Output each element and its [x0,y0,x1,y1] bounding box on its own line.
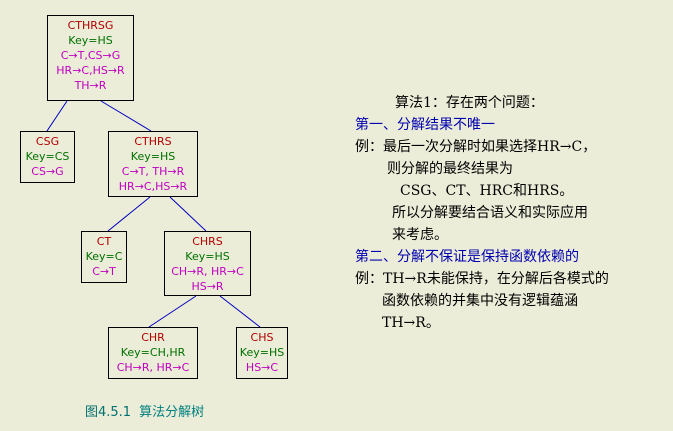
text-line-example-1: 例：最后一次分解时如果选择HR→C， [355,139,597,155]
edge-root-csg [46,100,68,132]
text-line-problem-1: 第一、分解结果不唯一 [355,117,495,133]
node-name: CTHRS [134,135,172,148]
text-line-6: 所以分解要结合语义和实际应用 [392,205,588,221]
node-fd: TH→R [74,79,107,92]
caption-text: 算法分解树 [139,405,205,420]
text-line-5: CSG、CT、HRC和HRS。 [400,183,574,199]
node-ct: CT Key=C C→T [81,231,127,283]
node-csg: CSG Key=CS CS→G [20,131,75,183]
node-name: CHS [250,331,274,344]
text-line-11: TH→R。 [382,315,440,331]
node-fd: HR→C,HS→R [118,180,188,193]
node-key: Key=CS [25,150,70,163]
node-key: Key=HS [130,150,176,163]
node-key: Key=C [85,250,123,263]
node-key: Key=HS [185,250,230,263]
text-line-10: 函数依赖的并集中没有逻辑蕴涵 [382,293,578,309]
edge-chrs-chs [219,295,261,328]
example-prefix: 例： [355,139,383,155]
example-prefix: 例： [355,271,383,287]
edge-root-cthrs [100,100,152,132]
node-key: Key=HS [239,346,285,359]
node-chs: CHS Key=HS HS→C [236,327,288,379]
edge-cthrs-chrs [169,196,207,232]
node-cthrs: CTHRS Key=HS C→T, TH→R HR→C,HS→R [108,131,198,197]
node-name: CHR [141,331,165,344]
node-fd: HR→C,HS→R [56,64,125,77]
node-fd: C→T,CS→G [60,49,121,62]
text-line-7: 来考虑。 [392,227,448,243]
node-name: CHRS [192,235,223,248]
figure-caption: 图4.5.1 算法分解树 [85,401,204,420]
node-fd: CH→R, HR→C [171,265,244,278]
text-line-4: 则分解的最终结果为 [387,161,513,177]
node-fd: HS→R [191,280,224,293]
node-name: CTHRSG [67,19,114,32]
node-fd: HS→C [245,361,279,374]
node-fd: C→T, TH→R [121,165,185,178]
node-chr: CHR Key=CH,HR CH→R, HR→C [108,327,198,379]
text-line-problem-2: 第二、分解不保证是保持函数依赖的 [355,249,579,265]
text-line-title: 算法1：存在两个问题： [395,95,544,111]
node-key: Key=HS [68,34,113,47]
node-chrs: CHRS Key=HS CH→R, HR→C HS→R [164,231,251,296]
node-cthrsg: CTHRSG Key=HS C→T,CS→G HR→C,HS→R TH→R [47,15,134,101]
node-name: CT [96,235,112,248]
text-line-example-2: 例：TH→R未能保持，在分解后各模式的 [355,271,609,287]
node-fd: C→T [92,265,116,278]
node-key: Key=CH,HR [120,346,186,359]
edge-chrs-chr [148,295,197,328]
node-name: CSG [35,135,60,148]
edge-cthrs-ct [107,196,151,232]
node-fd: CS→G [31,165,64,178]
caption-number: 图4.5.1 [85,405,132,420]
node-fd: CH→R, HR→C [116,361,190,374]
